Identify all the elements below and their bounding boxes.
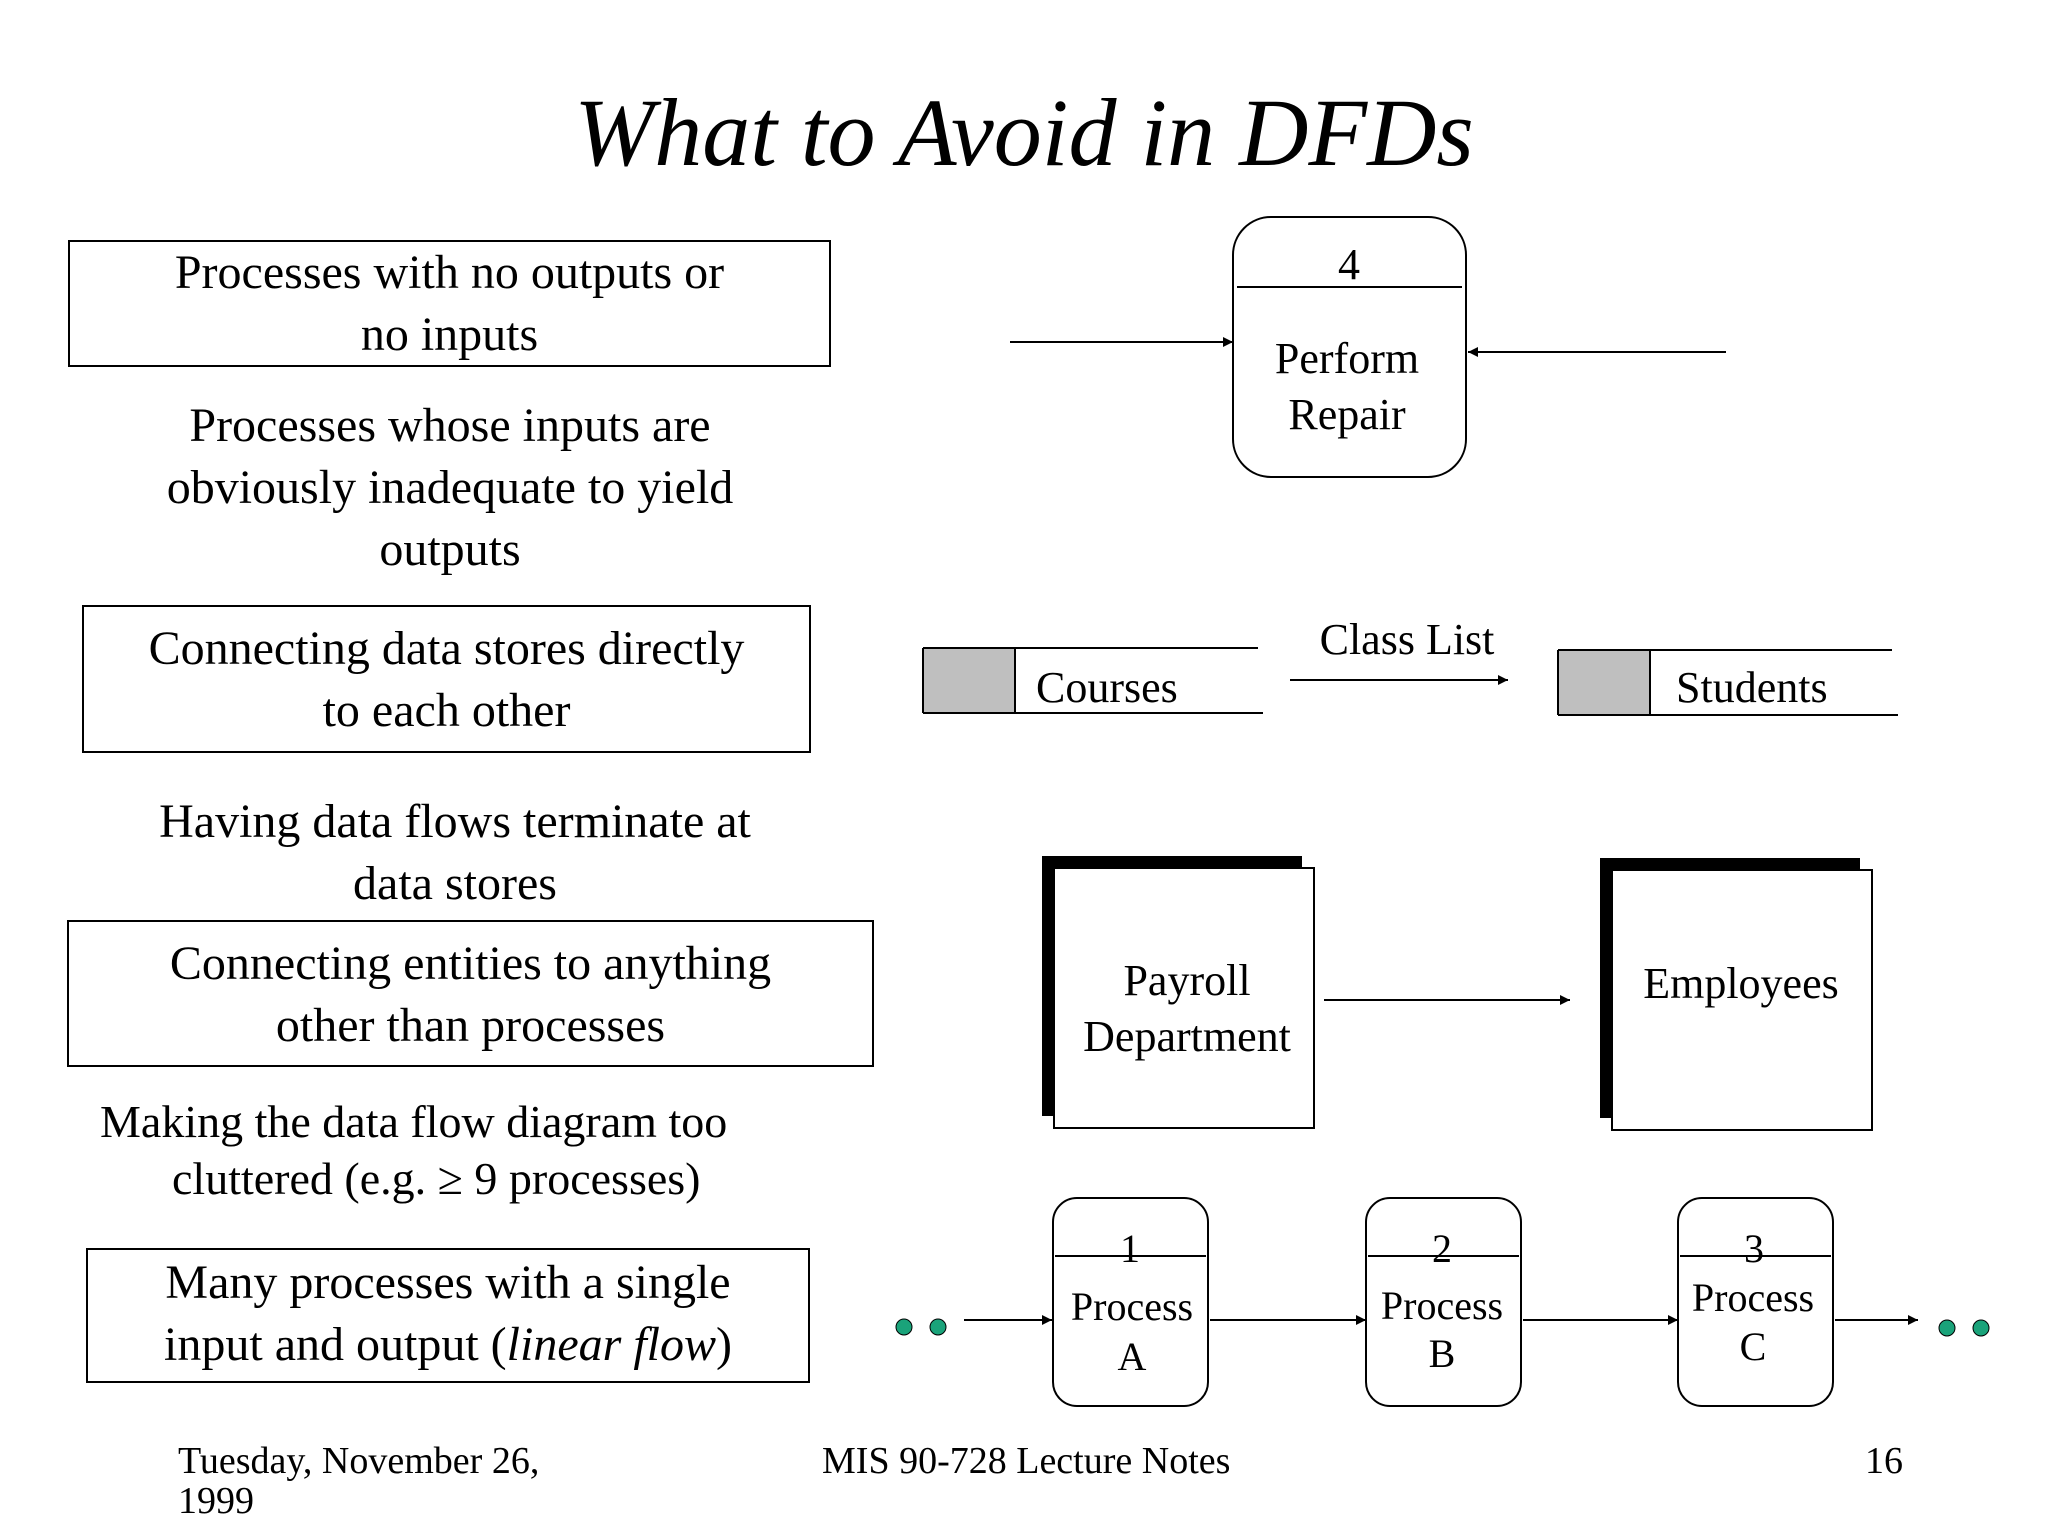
item-no-io-box: Processes with no outputs or no inputs <box>68 240 831 367</box>
ellipsis-dot <box>1972 1319 1990 1337</box>
repair-process-box <box>1232 216 1467 478</box>
linear-flow-emphasis: linear flow <box>506 1318 716 1371</box>
item-line: cluttered (e.g. ≥ 9 processes) <box>172 1153 701 1204</box>
item-line-tail: ) <box>716 1318 732 1371</box>
class-list-label: Class List <box>1320 615 1495 664</box>
item-line: Many processes with a single <box>165 1256 731 1309</box>
payroll-entity-label: Payroll <box>1123 956 1250 1005</box>
item-line: Connecting data stores directly <box>148 622 745 675</box>
process-a-label: A <box>1118 1334 1147 1379</box>
item-inadequate-inputs: Processes whose inputs are obviously ina… <box>100 395 800 581</box>
item-line: other than processes <box>275 999 666 1052</box>
process-c-box <box>1677 1197 1834 1407</box>
item-line-text: input and output ( <box>164 1318 507 1371</box>
item-linear-flow-box: Many processes with a single input and o… <box>86 1248 810 1383</box>
process-b-label: Process <box>1381 1283 1503 1328</box>
footer-date: Tuesday, November 26, 1999 <box>178 1441 539 1521</box>
item-line: Connecting entities to anything <box>169 937 772 990</box>
process-b-label: B <box>1429 1331 1456 1376</box>
repair-process-name-line: Perform <box>1275 334 1419 383</box>
employees-entity-box <box>1611 869 1873 1131</box>
process-c-number: 3 <box>1744 1226 1764 1271</box>
payroll-entity-label: Department <box>1083 1012 1291 1061</box>
repair-process-example: 4 Perform Repair <box>1010 216 1726 478</box>
process-c-label: C <box>1740 1324 1767 1369</box>
item-line: input and output (linear flow) <box>88 1314 808 1376</box>
item-line: obviously inadequate to yield <box>166 461 734 514</box>
entity-to-entity-example: Payroll Department Employees <box>1042 856 1873 1131</box>
process-a-box <box>1052 1197 1209 1407</box>
item-line: to each other <box>322 684 571 737</box>
repair-process-name-line: Repair <box>1288 390 1406 439</box>
item-line: Processes whose inputs are <box>189 399 711 452</box>
ellipsis-dot <box>929 1318 947 1336</box>
item-line: Processes with no outputs or <box>174 246 725 299</box>
payroll-entity-box <box>1053 867 1315 1129</box>
item-store-to-store-box: Connecting data stores directly to each … <box>82 605 811 753</box>
item-line: data stores <box>353 857 557 910</box>
item-entities-box: Connecting entities to anything other th… <box>67 920 874 1067</box>
item-line: no inputs <box>360 308 539 361</box>
item-flows-terminate: Having data flows terminate at data stor… <box>100 791 810 915</box>
footer-page-number: 16 <box>1865 1440 1903 1482</box>
item-line: Having data flows terminate at <box>159 795 751 848</box>
ellipsis-dot <box>1938 1319 1956 1337</box>
footer-course: MIS 90-728 Lecture Notes <box>822 1440 1231 1482</box>
courses-store-tab <box>923 648 1015 713</box>
item-line: outputs <box>379 523 521 576</box>
item-line: Making the data flow diagram too <box>100 1096 728 1147</box>
employees-entity-label: Employees <box>1643 959 1839 1008</box>
item-cluttered: Making the data flow diagram too clutter… <box>100 1093 760 1207</box>
store-to-store-example: Courses Class List Students <box>922 615 1898 716</box>
process-b-box <box>1365 1197 1522 1407</box>
courses-store-label: Courses <box>1036 663 1178 712</box>
slide-title: What to Avoid in DFDs <box>574 79 1474 186</box>
process-a-label: Process <box>1071 1284 1193 1329</box>
process-a-number: 1 <box>1120 1226 1140 1271</box>
students-store-label: Students <box>1676 663 1828 712</box>
footer-date-line: Tuesday, November 26, <box>178 1440 540 1482</box>
process-c-label: Process <box>1692 1275 1814 1320</box>
footer-date-line: 1999 <box>178 1480 254 1522</box>
students-store-tab <box>1558 650 1650 715</box>
ellipsis-dot <box>895 1318 913 1336</box>
repair-process-number: 4 <box>1338 240 1360 289</box>
linear-flow-example: 1 Process A 2 Process B 3 Process C <box>895 1197 1990 1407</box>
process-b-number: 2 <box>1432 1226 1452 1271</box>
